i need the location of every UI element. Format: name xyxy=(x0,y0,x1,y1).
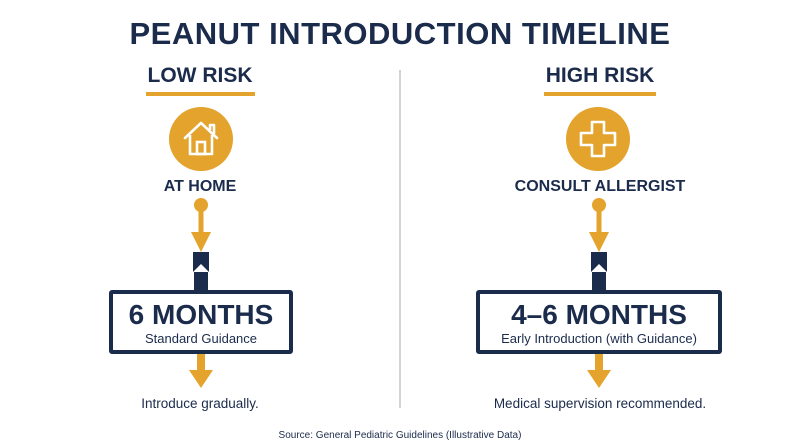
risk-heading-label: HIGH RISK xyxy=(543,64,657,96)
low-risk-column: LOW RISK AT HOME 6 MONTHS Standard Guida… xyxy=(0,64,400,411)
high-risk-column: HIGH RISK CONSULT ALLERGIST 4–6 MONTHS E… xyxy=(400,0,800,447)
guidance-text: Standard Guidance xyxy=(144,331,258,346)
recommendation-note: Introduce gradually. xyxy=(141,396,259,411)
timeline-arrow xyxy=(587,198,611,388)
recommendation-note: Medical supervision recommended. xyxy=(493,396,707,411)
location-label: AT HOME xyxy=(163,178,237,195)
risk-heading: LOW RISK xyxy=(0,64,400,96)
timeline-box: 6 MONTHS Standard Guidance xyxy=(109,290,293,354)
age-heading: 4–6 MONTHS xyxy=(511,299,687,330)
location-label: CONSULT ALLERGIST xyxy=(514,178,686,195)
source-caption: Source: General Pediatric Guidelines (Il… xyxy=(278,430,522,441)
medical-cross-icon xyxy=(566,107,630,171)
age-heading: 6 MONTHS xyxy=(128,299,274,330)
column-divider xyxy=(399,70,401,408)
guidance-text: Early Introduction (with Guidance) xyxy=(501,331,697,346)
page-title: PEANUT INTRODUCTION TIMELINE xyxy=(129,16,671,51)
timeline-arrow xyxy=(189,198,213,388)
risk-heading-label: LOW RISK xyxy=(145,64,255,96)
timeline-box: 4–6 MONTHS Early Introduction (with Guid… xyxy=(476,290,722,354)
home-icon xyxy=(169,107,233,171)
risk-heading: HIGH RISK xyxy=(400,64,800,96)
